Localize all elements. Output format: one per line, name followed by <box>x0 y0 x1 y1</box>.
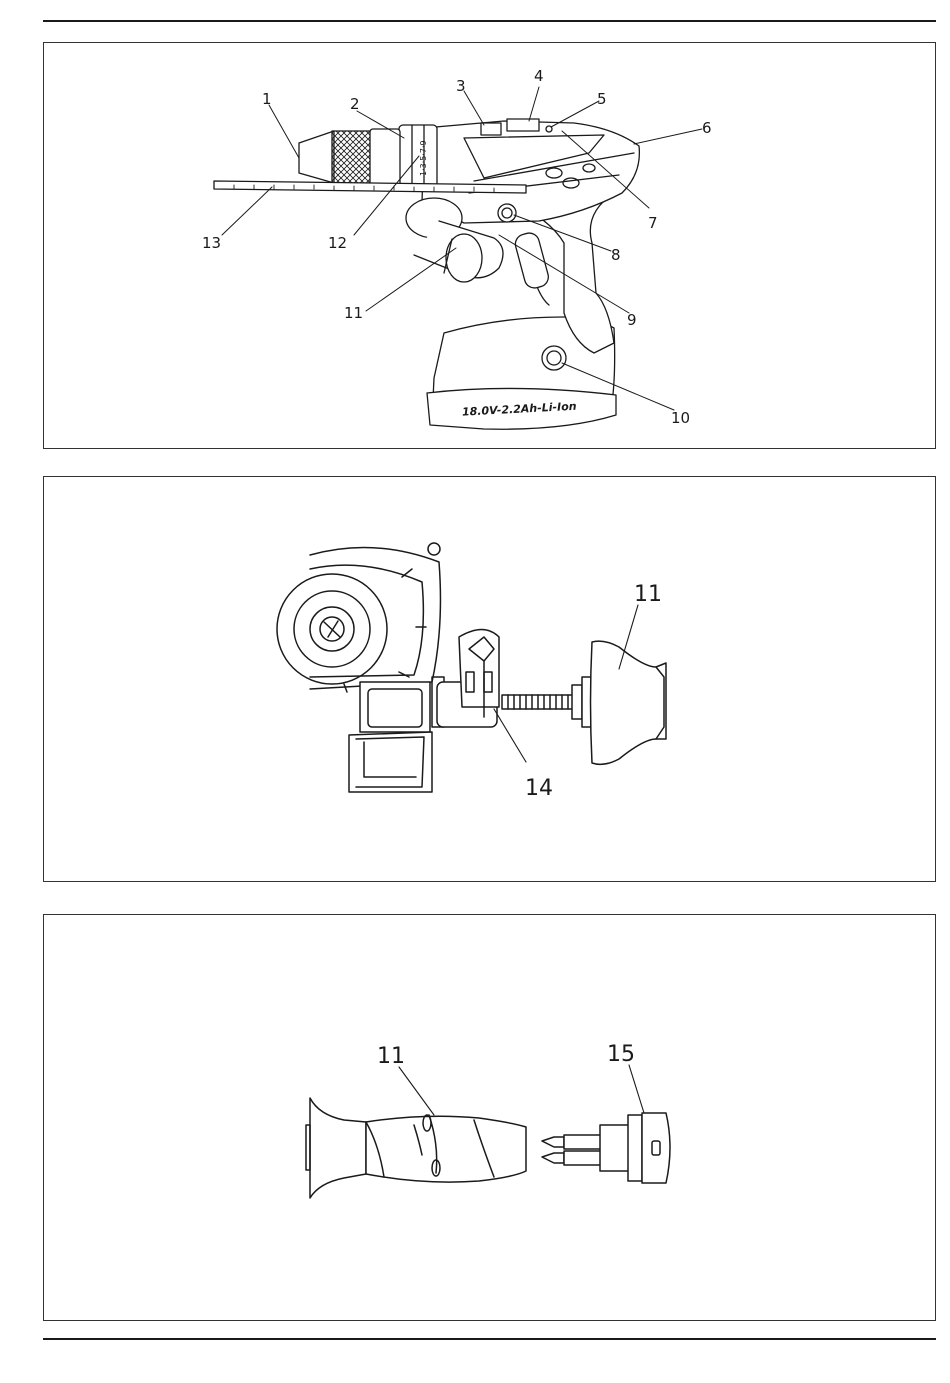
callout-5: 5 <box>597 90 607 108</box>
callout-2: 2 <box>350 95 360 113</box>
button-10 <box>542 346 566 370</box>
bit-holder <box>542 1113 670 1183</box>
callout-8: 8 <box>611 246 621 264</box>
figure-2-panel: 11 14 <box>43 476 936 882</box>
callout-9: 9 <box>627 311 637 329</box>
figure-3-panel: 11 15 <box>43 914 936 1321</box>
handle-mount-illustration: 11 14 <box>44 477 935 881</box>
callout-3: 3 <box>456 77 466 95</box>
figure-1-panel: 1·3·5·7·9 18.0V-2.2Ah-Li-Ion <box>43 42 936 449</box>
bit-storage-illustration: 11 15 <box>44 915 935 1320</box>
callout-10: 10 <box>671 409 690 427</box>
button-8 <box>498 204 516 222</box>
torque-collar: 1·3·5·7·9 <box>399 125 437 187</box>
callout-13: 13 <box>202 234 221 252</box>
callout-12: 12 <box>328 234 347 252</box>
trigger <box>513 231 550 290</box>
callout-11: 11 <box>344 304 363 322</box>
threaded-rod <box>502 677 592 727</box>
callout-7: 7 <box>648 214 658 232</box>
callout-4: 4 <box>534 67 544 85</box>
callout-15: 15 <box>607 1042 635 1067</box>
drill-front-view <box>277 543 444 792</box>
band-clamp <box>437 630 499 728</box>
top-rule <box>43 20 936 22</box>
callout-14: 14 <box>525 776 553 801</box>
callout-6: 6 <box>702 119 712 137</box>
chuck <box>299 129 400 187</box>
callout-11: 11 <box>377 1044 405 1069</box>
side-handle-11 <box>306 1098 526 1198</box>
side-handle-11 <box>591 641 667 764</box>
bottom-rule <box>43 1338 936 1340</box>
callout-11: 11 <box>634 582 662 607</box>
display-4 <box>507 119 539 131</box>
dial-marks: 1·3·5·7·9 <box>419 140 428 176</box>
drill-illustration: 1·3·5·7·9 18.0V-2.2Ah-Li-Ion <box>44 43 935 448</box>
callout-1: 1 <box>262 90 272 108</box>
